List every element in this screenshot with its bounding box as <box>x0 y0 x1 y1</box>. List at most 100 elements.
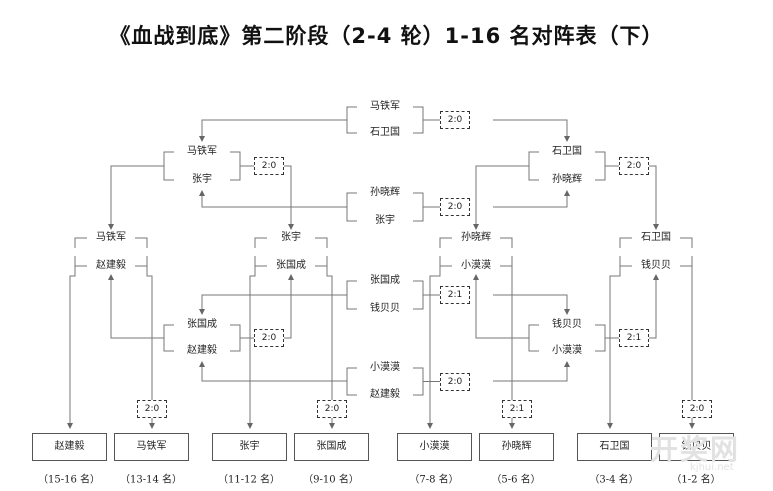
watermark: 开奖网 <box>650 433 741 466</box>
r2a-right-bracket <box>413 106 424 134</box>
r4c-right-top <box>500 237 513 248</box>
r2b-left-bracket <box>346 192 357 222</box>
r2d-winner-arrow <box>493 361 570 382</box>
r3d-right-bracket <box>595 324 606 352</box>
rank-label-3: （11-12 名） <box>217 474 281 486</box>
r3a-right-bracket <box>230 151 241 181</box>
r2c-loser-arrow <box>493 294 570 315</box>
r4c-top-player: 孙晓辉 <box>461 232 491 243</box>
rank-label-4: （9-10 名） <box>303 474 359 486</box>
r3c-winner-arrow <box>284 274 294 339</box>
r3c-score: 2:0 <box>254 329 284 347</box>
r3c-right-bracket <box>230 324 241 352</box>
result-box-6: 孙晓辉 <box>479 433 554 461</box>
r2c-bottom-player: 钱贝贝 <box>370 303 400 314</box>
r3b-winner-arrow <box>649 165 659 230</box>
r4d-score: 2:0 <box>682 400 712 418</box>
r4c-left-bottom <box>439 256 452 267</box>
r2b-top-player: 孙晓辉 <box>370 187 400 198</box>
result-box-4: 张国成 <box>294 433 369 461</box>
r2c-score: 2:1 <box>440 286 470 304</box>
r2d-score: 2:0 <box>440 372 470 391</box>
r3a-loser-arrow <box>284 165 294 230</box>
r2d-top-player: 小漠漠 <box>370 362 400 373</box>
r4a-top-player: 马铁军 <box>96 232 126 243</box>
r3b-bottom-player: 孙晓辉 <box>552 174 582 185</box>
r3b-right-bracket <box>595 151 606 181</box>
r2b-winner-arrow <box>493 190 570 208</box>
r3c-top-player: 张国成 <box>187 319 217 330</box>
r4a-left-top <box>74 237 87 248</box>
r4a-left-bottom <box>74 256 87 267</box>
r2b-right-bracket <box>413 192 424 222</box>
r3d-bottom-player: 小漠漠 <box>552 345 582 356</box>
r4b-right-top <box>315 237 328 248</box>
r2a-loser-arrow <box>493 119 570 142</box>
r2b-score: 2:0 <box>440 198 470 216</box>
r2c-left-bracket <box>346 280 357 310</box>
r4d-left-bottom <box>619 256 632 267</box>
rank-label-7: （3-4 名） <box>589 474 639 486</box>
r3c-left-bracket <box>163 324 174 352</box>
r3a-bottom-player: 张宇 <box>192 174 212 185</box>
rank-label-5: （7-8 名） <box>409 474 459 486</box>
r4a-bottom-player: 赵建毅 <box>96 260 126 271</box>
r4b-top-player: 张宇 <box>281 232 301 243</box>
r4c-right-bottom <box>500 256 513 267</box>
r4d-bottom-player: 钱贝贝 <box>641 260 671 271</box>
r3b-score: 2:0 <box>619 157 649 175</box>
r3d-winner-arrow <box>473 274 529 339</box>
r4-left-drop-0 <box>67 266 76 429</box>
r4-right-drop-0 <box>146 266 155 429</box>
r4-left-drop-3 <box>607 266 621 429</box>
r4b-score: 2:0 <box>317 400 347 418</box>
r4c-bottom-player: 小漠漠 <box>461 260 491 271</box>
r3d-left-bracket <box>528 324 539 352</box>
r4d-right-bottom <box>680 256 693 267</box>
r4a-right-bottom <box>135 256 148 267</box>
result-box-2: 马铁军 <box>114 433 189 461</box>
r2c-right-bracket <box>413 280 424 310</box>
r4c-left-top <box>439 237 452 248</box>
r4b-left-top <box>254 237 267 248</box>
watermark-url: kjhui.net <box>690 462 734 473</box>
r4-right-drop-1 <box>326 266 335 429</box>
rank-label-8: （1-2 名） <box>671 474 721 486</box>
r2d-loser-arrow <box>199 361 347 382</box>
r4d-top-player: 石卫国 <box>641 232 671 243</box>
r2a-winner-arrow <box>199 119 347 142</box>
r4a-score: 2:0 <box>137 400 167 418</box>
r3b-left-bracket <box>528 151 539 181</box>
result-box-1: 赵建毅 <box>32 433 107 461</box>
r3d-loser-arrow <box>649 274 659 339</box>
r3a-top-player: 马铁军 <box>187 146 217 157</box>
r2b-loser-arrow <box>199 190 347 208</box>
rank-label-6: （5-6 名） <box>491 474 541 486</box>
r4b-right-bottom <box>315 256 328 267</box>
r3c-bottom-player: 赵建毅 <box>187 345 217 356</box>
r2a-left-bracket <box>346 106 357 134</box>
result-box-7: 石卫国 <box>577 433 652 461</box>
rank-label-2: （13-14 名） <box>119 474 183 486</box>
result-box-5: 小漠漠 <box>397 433 472 461</box>
r2d-right-bracket <box>413 367 424 396</box>
r2c-winner-arrow <box>199 294 347 315</box>
result-box-3: 张宇 <box>212 433 287 461</box>
r2d-bottom-player: 赵建毅 <box>370 389 400 400</box>
rank-label-1: （15-16 名） <box>37 474 101 486</box>
r3d-score: 2:1 <box>619 329 649 347</box>
r2a-score: 2:0 <box>440 111 470 129</box>
r2a-top-player: 马铁军 <box>370 101 400 112</box>
r4d-left-top <box>619 237 632 248</box>
r4a-right-top <box>135 237 148 248</box>
result-box-8: 钱贝贝 <box>659 433 734 461</box>
r4c-score: 2:1 <box>502 400 532 418</box>
r2a-bottom-player: 石卫国 <box>370 127 400 138</box>
r3b-top-player: 石卫国 <box>552 146 582 157</box>
page-title: 《血战到底》第二阶段（2-4 轮）1-16 名对阵表（下） <box>109 24 664 48</box>
r2c-top-player: 张国成 <box>370 275 400 286</box>
r2b-bottom-player: 张宇 <box>375 215 395 226</box>
r2d-left-bracket <box>346 367 357 396</box>
r3a-score: 2:0 <box>254 157 284 175</box>
